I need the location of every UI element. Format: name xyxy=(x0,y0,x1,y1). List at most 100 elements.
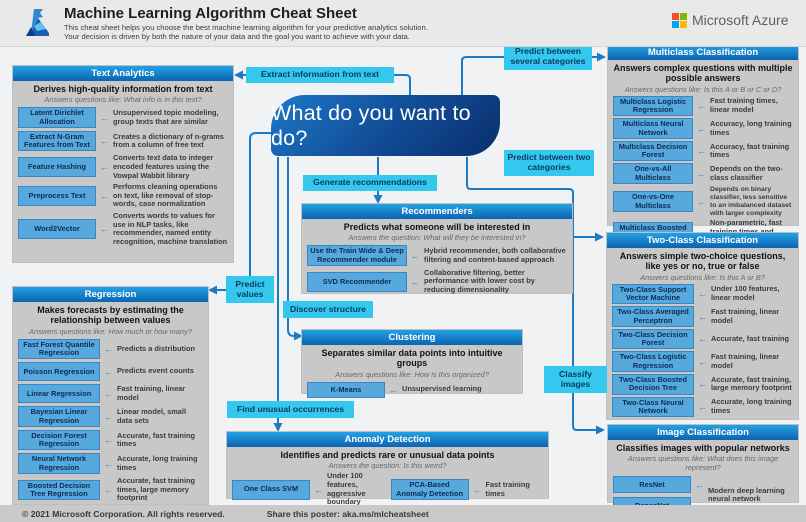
panel-subtitle: Answers questions like: How is this orga… xyxy=(335,369,489,379)
panel-subtitle: Answers the question: Is this weird? xyxy=(328,461,447,471)
algorithm-desc: Accurate, fast training xyxy=(711,333,790,343)
left-arrow-icon: ← xyxy=(698,334,707,345)
algorithm-desc: Collaborative filtering, better performa… xyxy=(424,267,535,295)
left-arrow-icon: ← xyxy=(100,136,109,147)
panel-title: Regression xyxy=(13,287,208,302)
left-arrow-icon: ← xyxy=(697,196,706,207)
algorithm-desc: Accurate, long training times xyxy=(711,397,792,415)
page-subtitle-line2: Your decision is driven by both the natu… xyxy=(64,32,410,41)
left-arrow-icon: ← xyxy=(697,227,706,237)
algorithm-desc: Under 100 features, linear model xyxy=(711,284,780,302)
azure-ml-flask-icon xyxy=(26,9,49,36)
tag-predict-values: Predict values xyxy=(226,276,274,303)
algorithm-desc: Accurate, fast training times, large mem… xyxy=(117,475,196,503)
algorithm-chip: Two-Class Support Vector Machine xyxy=(612,283,694,305)
panel-heading: Identifies and predicts rare or unusual … xyxy=(280,450,495,460)
algorithm-chip: Two-Class Neural Network xyxy=(612,396,694,418)
panel-title: Text Analytics xyxy=(13,66,233,81)
algorithm-desc: Converts text data to integer encoded fe… xyxy=(113,153,214,180)
algorithm-chip: SVD Recommender xyxy=(307,271,407,292)
algorithm-desc: Fast training, linear model xyxy=(711,306,780,325)
panel-title: Two-Class Classification xyxy=(607,233,798,248)
left-arrow-icon: ← xyxy=(698,356,707,367)
panel-subtitle: Answers questions like: How much or how … xyxy=(29,326,192,336)
algorithm-desc: Accuracy, long training times xyxy=(710,118,792,137)
panel-heading: Classifies images with popular networks xyxy=(616,443,790,453)
algorithm-desc: Accurate, long training times xyxy=(117,454,198,472)
algorithm-desc: Accurate, fast training, large memory fo… xyxy=(711,374,792,393)
left-arrow-icon: ← xyxy=(698,379,707,390)
left-arrow-icon: ← xyxy=(104,435,113,446)
algorithm-chip: Boosted Decision Tree Regression xyxy=(18,479,100,501)
algorithm-desc: Unsupervised topic modeling, group texts… xyxy=(113,108,219,126)
left-arrow-icon: ← xyxy=(100,224,109,235)
panel-subtitle: Answers questions like: Is this A or B? xyxy=(640,272,765,282)
left-arrow-icon: ← xyxy=(697,146,706,157)
page-subtitle-line1: This cheat sheet helps you choose the be… xyxy=(64,23,428,32)
left-arrow-icon: ← xyxy=(698,311,707,322)
left-arrow-icon: ← xyxy=(104,366,113,377)
panel-heading: Answers complex questions with multiple … xyxy=(613,63,793,84)
left-arrow-icon: ← xyxy=(698,288,707,299)
tag-generate-recommendations: Generate recommendations xyxy=(303,175,437,191)
left-arrow-icon: ← xyxy=(389,384,398,395)
panel-recommenders: Recommenders Predicts what someone will … xyxy=(302,204,572,295)
panel-subtitle: Answers questions like: Is this A or B o… xyxy=(624,84,782,94)
algorithm-desc: Accuracy, fast training times xyxy=(710,141,790,160)
algorithm-chip: One-vs-One Multiclass xyxy=(613,191,693,212)
panel-regression: Regression Makes forecasts by estimating… xyxy=(13,287,208,504)
microsoft-logo-icon xyxy=(672,13,687,28)
panel-subtitle: Answers questions like: What info is in … xyxy=(44,95,202,105)
algorithm-desc: Depends on binary classifier, less sensi… xyxy=(710,185,792,217)
left-arrow-icon: ← xyxy=(100,162,109,173)
algorithm-chip: Multiclass Neural Network xyxy=(613,118,693,139)
panel-heading: Answers simple two-choice questions, lik… xyxy=(619,251,786,272)
panel-title: Multiclass Classification xyxy=(608,45,798,60)
algorithm-chip: Two-Class Boosted Decision Tree xyxy=(612,373,694,395)
algorithm-desc: Predicts a distribution xyxy=(117,343,196,353)
algorithm-chip: Word2Vector xyxy=(18,219,96,240)
left-arrow-icon: ← xyxy=(697,168,706,179)
algorithm-chip: Linear Regression xyxy=(18,384,100,404)
algorithm-chip: One-vs-All Multiclass xyxy=(613,163,693,184)
algorithm-chip: Decision Forest Regression xyxy=(18,429,100,451)
panel-heading: Predicts what someone will be interested… xyxy=(343,222,531,232)
panel-multiclass-classification: Multiclass Classification Answers comple… xyxy=(608,45,798,244)
algorithm-desc: Linear model, small data sets xyxy=(117,406,187,425)
tag-predict-between-several-categories: Predict between several categories xyxy=(504,44,592,70)
panel-anomaly-detection: Anomaly Detection Identifies and predict… xyxy=(227,432,548,506)
panel-title: Image Classification xyxy=(608,425,798,440)
panel-clustering: Clustering Separates similar data points… xyxy=(302,330,522,398)
left-arrow-icon: ← xyxy=(104,343,113,354)
algorithm-desc: Performs cleaning operations on text, li… xyxy=(113,182,218,209)
algorithm-chip: Neural Network Regression xyxy=(18,453,100,474)
algorithm-desc: Hybrid recommender, both collaborative f… xyxy=(424,246,566,264)
algorithm-chip: K-Means xyxy=(307,381,385,398)
algorithm-desc: Creates a dictionary of n-grams from a c… xyxy=(113,131,224,150)
algorithm-chip: ResNet xyxy=(613,476,691,494)
panel-title: Clustering xyxy=(302,330,522,345)
left-arrow-icon: ← xyxy=(472,484,482,495)
algorithm-chip: Bayesian Linear Regression xyxy=(18,406,100,427)
left-arrow-icon: ← xyxy=(411,276,420,287)
algorithm-chip: Two-Class Averaged Perceptron xyxy=(612,306,694,327)
left-arrow-icon: ← xyxy=(100,112,109,123)
algorithm-desc: Fast training times, linear model xyxy=(710,96,778,114)
algorithm-desc: Fast training times xyxy=(485,479,530,498)
tag-discover-structure: Discover structure xyxy=(283,301,373,318)
algorithm-desc: Accurate, fast training times xyxy=(117,430,196,449)
page-title: Machine Learning Algorithm Cheat Sheet xyxy=(64,5,357,22)
algorithm-desc: Depends on the two-class classifier xyxy=(710,164,783,182)
panel-two-class-classification: Two-Class Classification Answers simple … xyxy=(607,233,798,419)
footer: © 2021 Microsoft Corporation. All rights… xyxy=(0,505,806,522)
algorithm-chip: PCA-Based Anomaly Detection xyxy=(390,479,469,500)
algorithm-desc: Predicts event counts xyxy=(117,366,194,376)
algorithm-chip: Preprocess Text xyxy=(18,186,96,207)
algorithm-desc: Fast training, linear model xyxy=(711,352,780,370)
algorithm-chip: Multiclass Logistic Regression xyxy=(613,95,693,117)
left-arrow-icon: ← xyxy=(100,191,109,202)
algorithm-chip: Extract N-Gram Features from Text xyxy=(18,130,96,152)
panel-subtitle: Answers questions like: What does this i… xyxy=(627,454,779,473)
